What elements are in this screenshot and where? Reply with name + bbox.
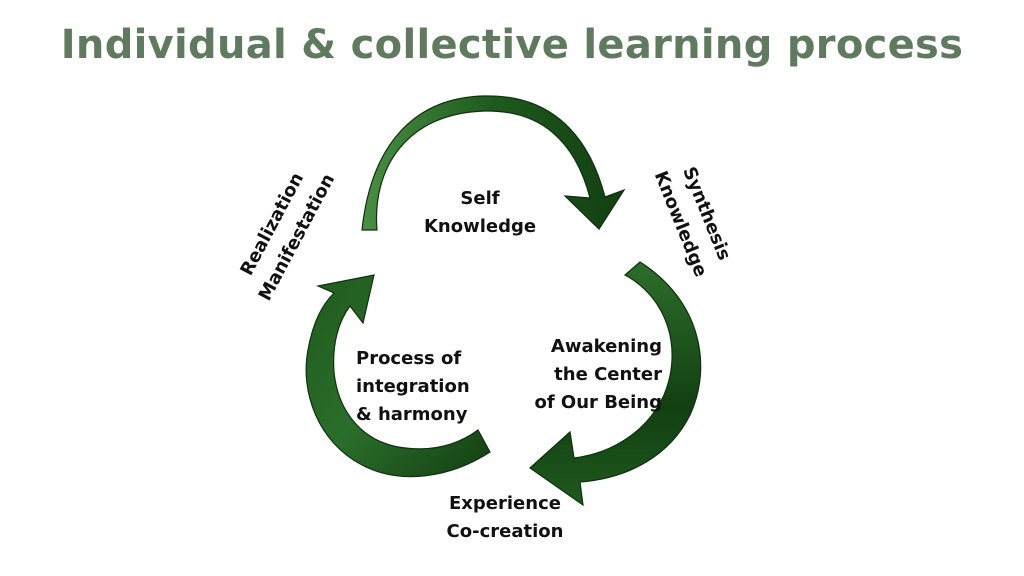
edge-experience-cocreation: Experience Co-creation [430, 490, 580, 546]
arrow-left [305, 274, 491, 478]
node-process-line3: & harmony [356, 404, 468, 425]
node-awakening-line1: Awakening [550, 336, 662, 357]
arrow-right [529, 261, 702, 507]
node-awakening-line3: of Our Being [534, 392, 662, 413]
node-awakening-line2: the Center [554, 364, 662, 385]
edge-experience-line2: Co-creation [446, 521, 564, 542]
node-awakening: Awakening the Center of Our Being [510, 333, 662, 417]
arrow-top [361, 95, 626, 231]
node-process-line2: integration [356, 376, 470, 397]
node-self-knowledge-line1: Self [460, 188, 500, 209]
page-title: Individual & collective learning process [60, 22, 964, 68]
edge-experience-line1: Experience [449, 493, 561, 514]
node-self-knowledge: Self Knowledge [410, 185, 550, 241]
node-self-knowledge-line2: Knowledge [423, 216, 537, 237]
node-process-line1: Process of [356, 348, 462, 369]
node-process-integration: Process of integration & harmony [356, 345, 506, 429]
